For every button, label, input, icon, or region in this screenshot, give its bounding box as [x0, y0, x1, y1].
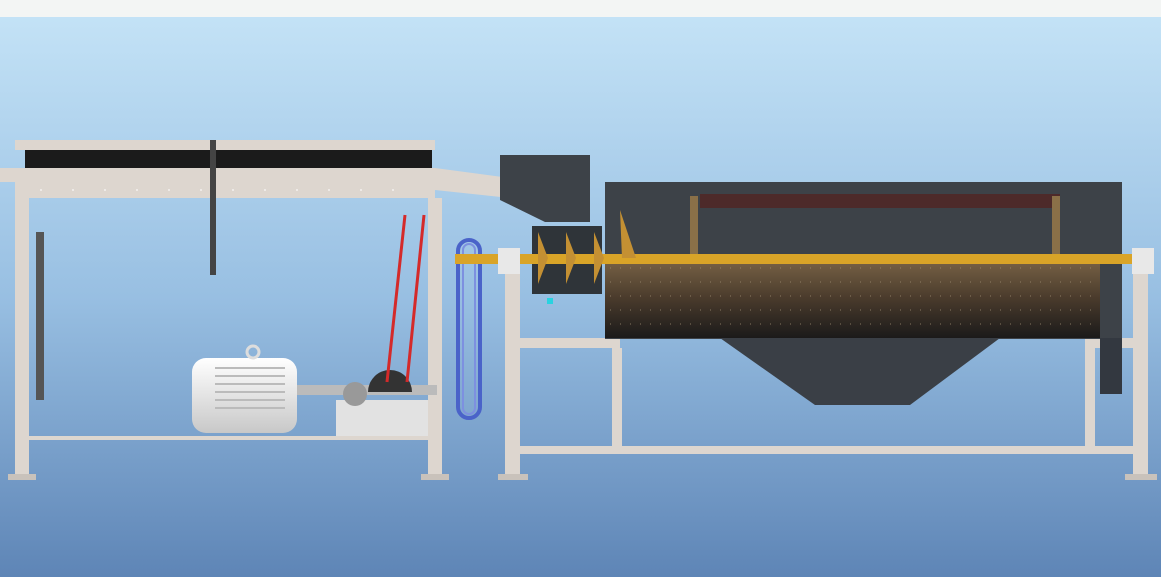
electric-motor [192, 344, 437, 436]
conveyor-belt [25, 150, 432, 168]
bearing-right [1132, 248, 1154, 274]
discharge-chute [720, 338, 1000, 405]
trommel-drum [605, 258, 1100, 338]
feed-hopper [500, 155, 590, 200]
top-bar [0, 0, 1161, 17]
main-shaft [455, 254, 1135, 264]
sprocket [368, 370, 412, 392]
drive-chain [385, 214, 426, 383]
trommel-frame [498, 270, 1157, 480]
bearing-left [498, 248, 520, 274]
conveyor-frame [0, 140, 510, 480]
belt-drive [456, 238, 482, 420]
auger-screw [538, 210, 636, 284]
